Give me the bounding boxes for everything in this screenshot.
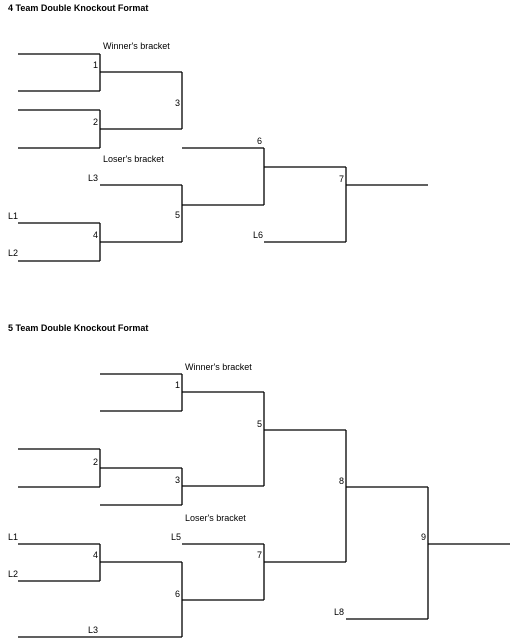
loser-slot-label: L8 [334, 607, 344, 617]
match-number: 7 [257, 550, 262, 560]
losers-bracket-label: Loser's bracket [185, 513, 246, 523]
match-number: 2 [93, 457, 98, 467]
loser-slot-label: L2 [8, 569, 18, 579]
match-number: 6 [257, 136, 262, 146]
loser-slot-label: L5 [171, 532, 181, 542]
loser-slot-label: L2 [8, 248, 18, 258]
winners-bracket-label: Winner's bracket [185, 362, 252, 372]
match-number: 9 [421, 532, 426, 542]
losers-bracket-label: Loser's bracket [103, 154, 164, 164]
match-number: 4 [93, 230, 98, 240]
match-number: 7 [339, 174, 344, 184]
match-number: 4 [93, 550, 98, 560]
match-number: 3 [175, 98, 180, 108]
bracket-4-team: Winner's bracket Loser's bracket 1 2 3 4… [8, 41, 428, 262]
match-number: 6 [175, 589, 180, 599]
match-number: 3 [175, 475, 180, 485]
loser-slot-label: L1 [8, 532, 18, 542]
loser-slot-label: L6 [253, 230, 263, 240]
loser-slot-label: L3 [88, 625, 98, 635]
bracket-title-4-team: 4 Team Double Knockout Format [8, 3, 149, 13]
match-number: 8 [339, 476, 344, 486]
match-number: 5 [257, 419, 262, 429]
match-number: 1 [93, 60, 98, 70]
bracket-5-team: Winner's bracket Loser's bracket 1 2 3 4… [8, 362, 510, 638]
match-number: 1 [175, 380, 180, 390]
bracket-title-5-team: 5 Team Double Knockout Format [8, 323, 149, 333]
match-number: 5 [175, 210, 180, 220]
loser-slot-label: L1 [8, 211, 18, 221]
match-number: 2 [93, 117, 98, 127]
loser-slot-label: L3 [88, 173, 98, 183]
winners-bracket-label: Winner's bracket [103, 41, 170, 51]
